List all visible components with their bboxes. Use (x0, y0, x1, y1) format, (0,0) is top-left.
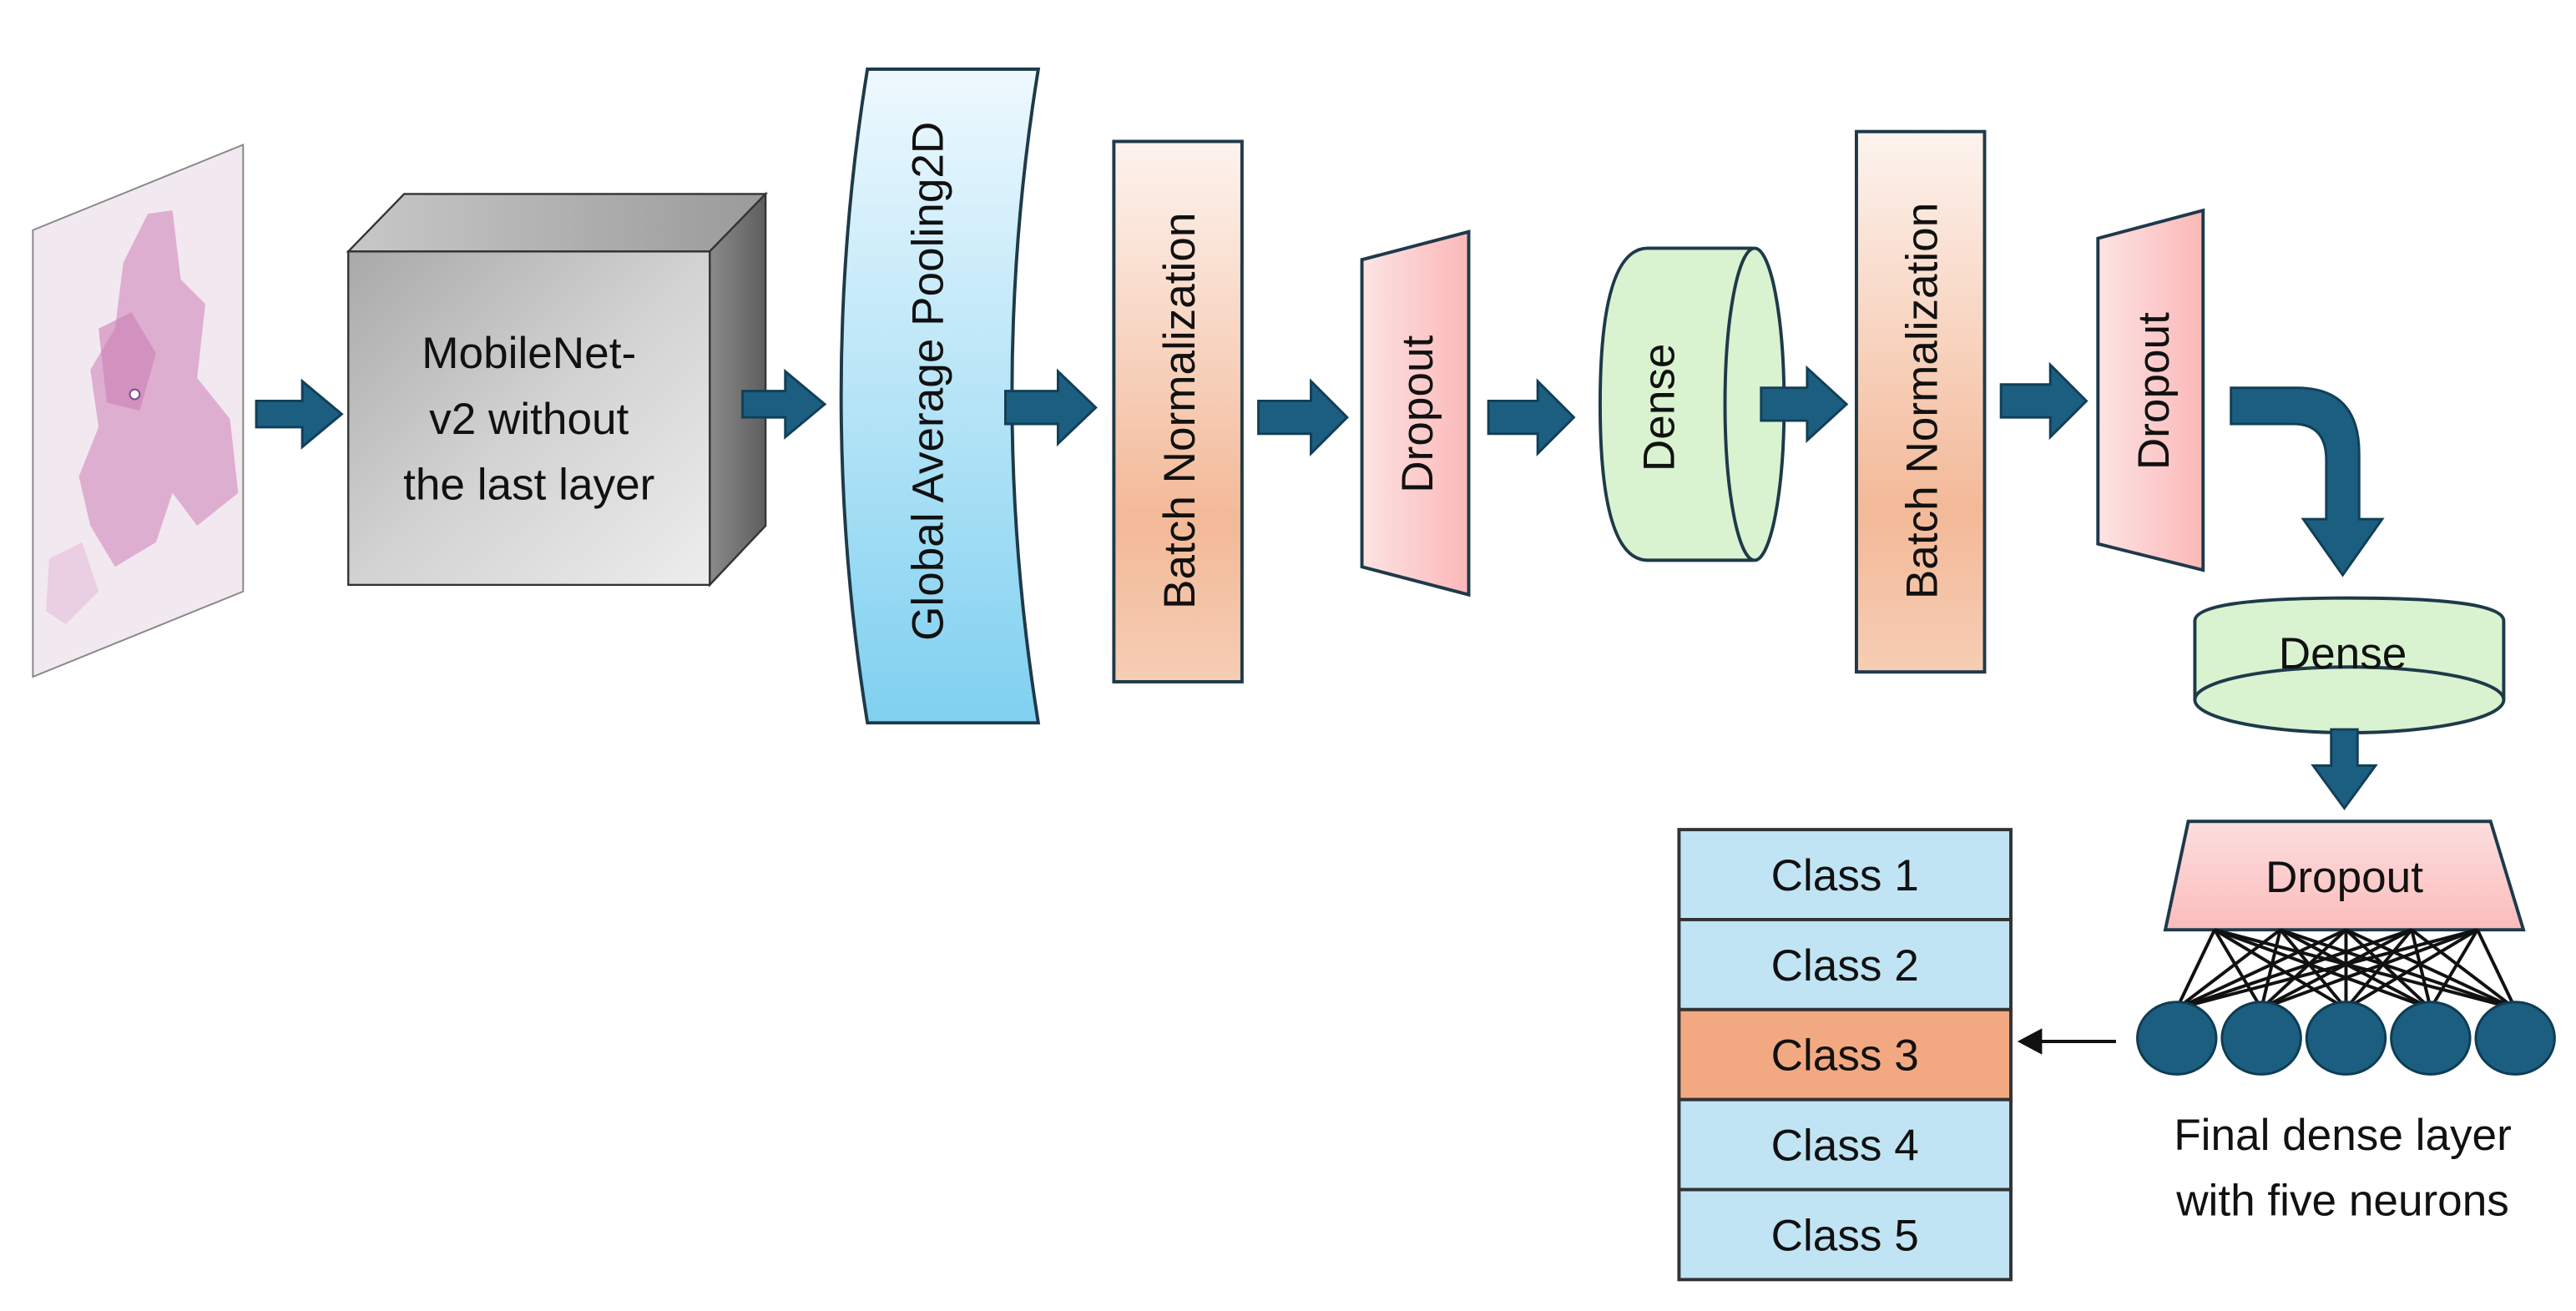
dropout2-label: Dropout (2129, 312, 2179, 470)
class-row: Class 3 (1677, 1007, 2013, 1102)
neuron-1 (2136, 1001, 2218, 1076)
class-label: Class 3 (1771, 1031, 1919, 1081)
neuron-connection (2279, 928, 2432, 1011)
dropout-layer-2: Dropout (2096, 208, 2205, 572)
class-row: Class 5 (1677, 1187, 2013, 1282)
neuron-4 (2390, 1001, 2472, 1076)
dense-layer-2: Dense (2193, 596, 2506, 734)
neuron-connection (2345, 928, 2478, 1011)
neuron-connection (2260, 929, 2282, 1010)
final-layer-caption-line1: Final dense layer (2174, 1111, 2512, 1160)
neuron-connection (2214, 928, 2516, 1011)
output-arrow (2017, 1028, 2116, 1055)
neuron-connection (2476, 929, 2517, 1010)
class-row: Class 2 (1677, 918, 2013, 1011)
flow-arrow (741, 368, 827, 440)
dense2-label: Dense (2279, 629, 2407, 678)
final-layer-caption-line2: with five neurons (2175, 1177, 2509, 1226)
batch-normalization-layer-2: Batch Normalization (1854, 129, 1987, 674)
dense1-label: Dense (1635, 344, 1685, 472)
class-output-table: Class 1 Class 2 Class 3 Class 4 Class 5 (1677, 828, 2013, 1282)
neuron-connection (2214, 928, 2432, 1011)
neuron-connections (2174, 928, 2517, 1011)
dropout-layer-3: Dropout (2163, 819, 2526, 932)
flow-arrow (1257, 378, 1349, 456)
class-cell (1677, 1097, 2013, 1192)
neuron-connection (2213, 929, 2263, 1010)
class-row: Class 1 (1677, 828, 2013, 921)
neuron-connection (2344, 928, 2413, 1010)
flow-arrow (255, 378, 344, 450)
dropout3-label: Dropout (2265, 853, 2423, 902)
neuron-connection (2279, 928, 2347, 1010)
neuron-connection (2345, 928, 2432, 1011)
neuron-connection (2410, 929, 2432, 1010)
dense-layer-1: Dense (1598, 246, 1786, 562)
gap-label: Global Average Pooling2D (904, 122, 953, 641)
neuron-3 (2305, 1001, 2387, 1076)
flow-arrow (1999, 361, 2089, 441)
class-label: Class 4 (1771, 1121, 1919, 1170)
final-dense-neurons (2136, 1001, 2556, 1076)
flow-arrow (1487, 378, 1576, 456)
class-label: Class 1 (1771, 851, 1919, 900)
neuron-connection (2280, 928, 2516, 1011)
class-cell (1677, 918, 2013, 1011)
neuron-connection (2260, 928, 2413, 1011)
mobilenet-label-line3: the last layer (403, 461, 654, 510)
class-row: Class 4 (1677, 1097, 2013, 1192)
bent-flow-arrow (2230, 386, 2385, 577)
dropout1-label: Dropout (1393, 335, 1442, 492)
bn2-label: Batch Normalization (1897, 203, 1947, 599)
neuron-connection (2214, 928, 2347, 1011)
input-slide-image (32, 143, 245, 678)
neuron-connection (2429, 929, 2479, 1010)
class-cell (1677, 828, 2013, 921)
mobilenet-label-line1: MobileNet- (422, 329, 636, 378)
neuron-2 (2220, 1001, 2302, 1076)
batch-normalization-layer-1: Batch Normalization (1112, 139, 1244, 683)
flow-arrow (2311, 728, 2378, 811)
mobilenet-label-line2: v2 without (429, 395, 629, 444)
neuron-5 (2474, 1001, 2556, 1076)
mobilenet-block: MobileNet- v2 without the last layer (346, 191, 768, 587)
dropout-layer-1: Dropout (1360, 229, 1471, 598)
class-label: Class 5 (1771, 1211, 1919, 1260)
global-average-pooling-layer: Global Average Pooling2D (839, 67, 1041, 725)
class-cell-highlighted (1677, 1007, 2013, 1102)
flow-arrow (1760, 365, 1849, 444)
neuron-connection (2345, 928, 2517, 1011)
class-cell (1677, 1187, 2013, 1282)
neuron-connection (2260, 928, 2347, 1011)
bn1-label: Batch Normalization (1155, 213, 1205, 609)
flow-arrow (1004, 368, 1098, 447)
neuron-connection (2174, 929, 2216, 1010)
class-label: Class 2 (1771, 941, 1919, 991)
neuron-connection (2410, 928, 2517, 1011)
